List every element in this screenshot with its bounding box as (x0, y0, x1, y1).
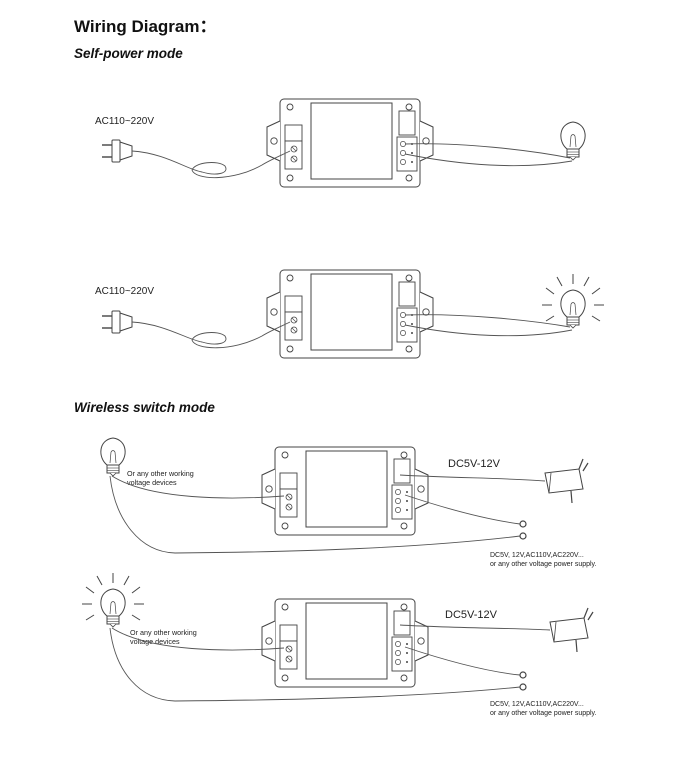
device-label-line-2: voltage devices (130, 637, 180, 646)
device-wire-1 (111, 627, 285, 651)
device-label-line-2: voltage devices (127, 478, 177, 487)
receiver-module (266, 98, 434, 188)
load-wire-1 (404, 143, 571, 159)
page-title: Wiring Diagram： (74, 17, 217, 36)
device-wire-1 (111, 475, 285, 499)
module-out-wire (404, 646, 521, 676)
mains-plug-icon (101, 310, 133, 334)
dc-voltage-label: DC5V-12V (448, 458, 501, 470)
light-bulb-off-icon (560, 121, 586, 161)
self-power-diagram-1: AC110~220V (95, 98, 586, 188)
supply-note-line-1: DC5V, 12V,AC110V,AC220V... (490, 701, 584, 708)
supply-wire (131, 321, 291, 349)
ac-supply-label: AC110~220V (95, 116, 154, 127)
device-wire-2 (109, 627, 521, 702)
light-bulb-off-icon (100, 437, 126, 477)
supply-terminal-2 (519, 532, 527, 540)
module-out-wire (404, 494, 521, 525)
self-power-diagram-2: AC110~220V (95, 269, 605, 359)
light-bulb-on-icon (100, 588, 126, 628)
supply-terminal-1 (519, 671, 527, 679)
dc-adapter-icon (544, 458, 589, 504)
receiver-module (261, 446, 429, 536)
wireless-switch-diagram-2: Or any other working voltage devices DC5… (81, 572, 597, 717)
mains-plug-icon (101, 139, 133, 163)
load-wire-1 (404, 314, 571, 328)
load-wire-2 (404, 324, 573, 337)
supply-terminal-1 (519, 520, 527, 528)
supply-note-line-1: DC5V, 12V,AC110V,AC220V... (490, 552, 584, 559)
dc-adapter-icon (549, 607, 594, 653)
load-wire-2 (404, 153, 573, 167)
supply-note-line-2: or any other voltage power supply. (490, 561, 597, 568)
dc-wire (399, 474, 546, 482)
wireless-switch-diagram-1: Or any other working voltage devices DC5… (100, 437, 597, 568)
device-label-line-1: Or any other working (127, 469, 194, 478)
section-heading-self-power: Self-power mode (74, 46, 183, 61)
supply-terminal-2 (519, 683, 527, 691)
light-bulb-on-icon (560, 289, 586, 329)
receiver-module (266, 269, 434, 359)
ac-supply-label: AC110~220V (95, 286, 154, 297)
section-heading-wireless-switch: Wireless switch mode (74, 400, 215, 415)
receiver-module (261, 598, 429, 688)
supply-wire (131, 150, 291, 179)
dc-voltage-label: DC5V-12V (445, 609, 498, 621)
device-wire-2 (109, 475, 521, 554)
device-label-line-1: Or any other working (130, 628, 197, 637)
supply-note-line-2: or any other voltage power supply. (490, 710, 597, 717)
dc-wire (399, 624, 551, 631)
